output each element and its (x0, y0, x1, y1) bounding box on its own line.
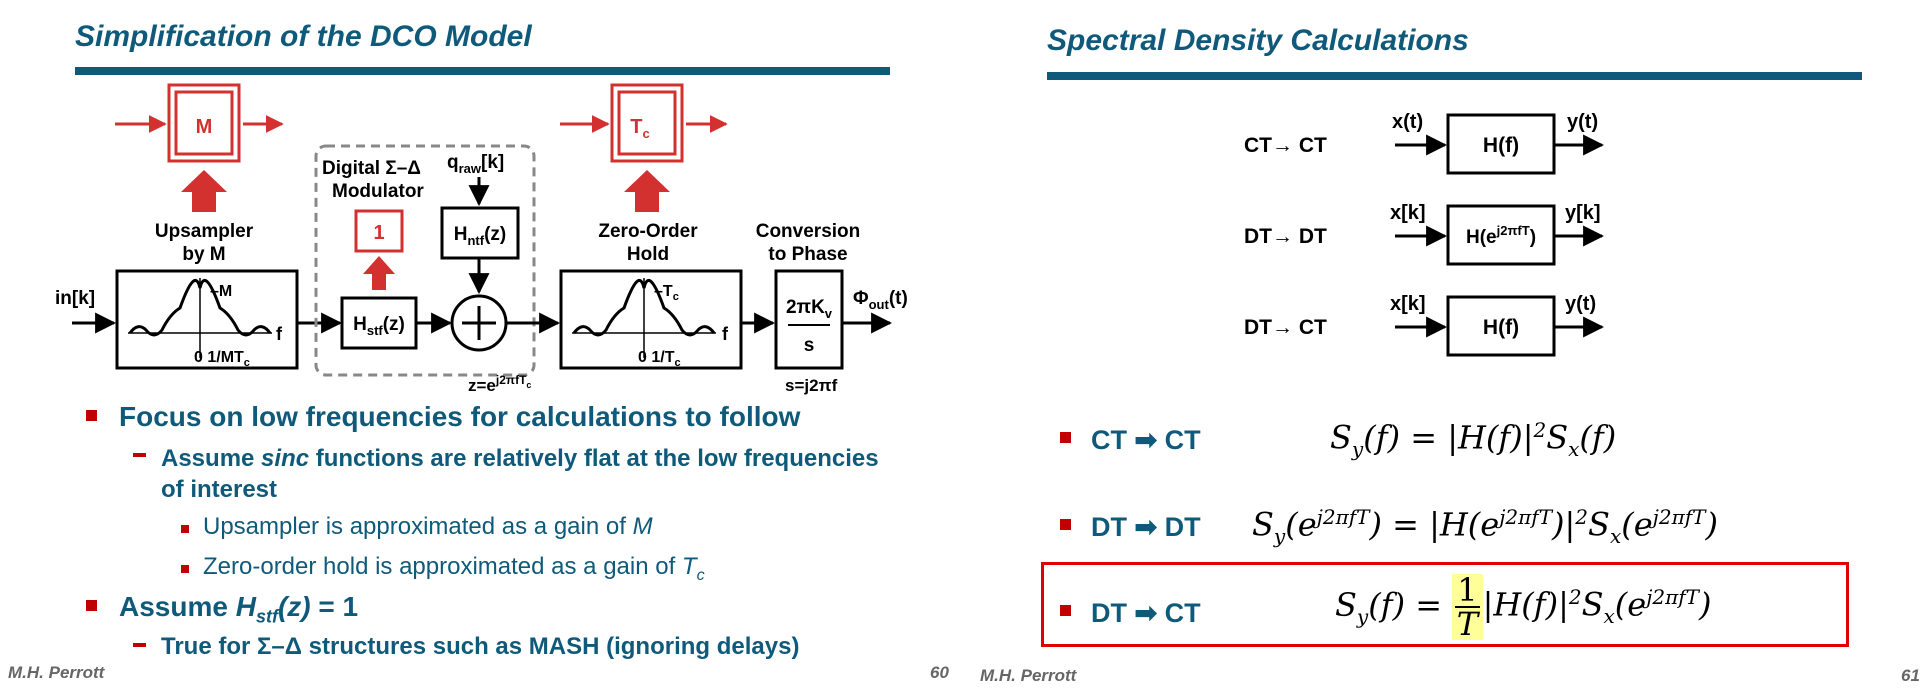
system-row-ct-ct: CT→ CT x(t) H(f) y(t) (1244, 111, 1605, 175)
row-label: DT→ DT (1244, 225, 1327, 248)
svg-text:H(f): H(f) (1483, 316, 1519, 339)
equation-ct-ct: Sy(f) = |H(f)|2Sx(f) (1330, 418, 1617, 462)
upsampler-label: Upsampler (155, 221, 254, 242)
modulator-label: Modulator (332, 181, 424, 202)
gain-one-label: 1 (373, 222, 384, 244)
row-label: CT→ CT (1244, 134, 1327, 157)
slide1-footer-author: M.H. Perrott (8, 663, 105, 682)
equation-label-dt-ct: DT ➡ CT (1091, 598, 1201, 628)
fat-arrow-up-icon (181, 170, 227, 212)
conversion-label: Conversion (756, 221, 861, 242)
gain-one-block (354, 209, 404, 253)
svg-text:Hstf(z): Hstf(z) (353, 314, 405, 338)
digital-sd-label: Digital Σ–Δ (322, 158, 421, 179)
slide2-title: Spectral Density Calculations (1047, 24, 1469, 57)
bullet-true-for-mash: True for Σ–Δ structures such as MASH (ig… (161, 633, 800, 660)
svg-text:–Tc: –Tc (654, 283, 679, 303)
sigma-delta-modulator-box (314, 144, 536, 377)
svg-text:–M: –M (210, 283, 232, 300)
bullet-square-icon (86, 410, 97, 421)
conversion-label-2: to Phase (768, 244, 847, 265)
phi-out-label: Φout(t) (853, 288, 908, 312)
equation-label-dt-dt: DT ➡ DT (1091, 512, 1201, 542)
bullet-square-icon (1060, 432, 1071, 443)
bullet-square-icon (1060, 605, 1071, 616)
bullet-upsampler-gain: Upsampler is approximated as a gain of M (203, 513, 653, 540)
svg-text:s: s (804, 335, 815, 356)
bullet-square-small-icon (181, 565, 189, 573)
svg-text:y(t): y(t) (1565, 293, 1596, 315)
svg-text:Hntf(z): Hntf(z) (454, 224, 507, 248)
svg-text:y[k]: y[k] (1565, 202, 1601, 224)
equation-dt-dt: Sy(ej2πfT) = |H(ej2πfT)|2Sx(ej2πfT) (1252, 505, 1718, 549)
upsampler-label-2: by M (182, 244, 225, 265)
s-equation: s=j2πf (785, 376, 838, 395)
zoh-label: Zero-Order (598, 221, 698, 242)
bullet-assume-hstf: Assume Hstf(z) = 1 (119, 591, 359, 627)
bullet-dash-icon (133, 453, 146, 457)
svg-text:y(t): y(t) (1567, 111, 1598, 133)
bullet-assume-sinc: Assume sinc functions are relatively fla… (161, 445, 879, 503)
slide1-title-rule (75, 67, 890, 75)
fat-arrow-up-icon (363, 256, 395, 290)
slide2-title-rule (1047, 72, 1862, 80)
gain-m-label: M (196, 116, 213, 138)
gain-m-block: M (115, 83, 284, 212)
svg-text:x(t): x(t) (1392, 111, 1423, 133)
zoh-sinc-block: –Tc f 0 1/Tc (559, 269, 743, 370)
dco-block-diagram: M Tc Upsampler by M in[k] –M f 0 1/MTc D… (55, 83, 908, 395)
bullet-focus-low-freq: Focus on low frequencies for calculation… (119, 401, 801, 432)
slide1-page-number: 60 (930, 663, 949, 682)
gain-tc-block: Tc (560, 83, 728, 212)
system-row-dt-dt: DT→ DT x[k] H(ej2πfT) y[k] (1244, 202, 1605, 266)
slide1-title: Simplification of the DCO Model (75, 20, 532, 53)
svg-text:x[k]: x[k] (1390, 293, 1426, 315)
svg-text:f: f (722, 324, 729, 344)
equation-label-ct-ct: CT ➡ CT (1091, 425, 1201, 455)
system-row-dt-ct: DT→ CT x[k] H(f) y(t) (1244, 293, 1605, 357)
svg-text:0 1/Tc: 0 1/Tc (638, 349, 681, 369)
zoh-label-2: Hold (627, 244, 669, 265)
input-label: in[k] (55, 288, 95, 309)
svg-text:x[k]: x[k] (1390, 202, 1426, 224)
svg-text:f: f (276, 324, 283, 344)
phase-conversion-block (774, 269, 844, 370)
z-equation: z=ej2πfTc (468, 373, 531, 395)
svg-text:H(f): H(f) (1483, 134, 1519, 157)
svg-text:0 1/MTc: 0 1/MTc (194, 349, 250, 369)
svg-text:H(ej2πfT): H(ej2πfT) (1466, 223, 1536, 248)
bullet-dash-icon (133, 643, 146, 647)
one-over-t-highlight: 1 T (1452, 574, 1483, 640)
system-types-diagram: CT→ CT x(t) H(f) y(t) DT→ DT x[k] H(ej2π… (1244, 111, 1605, 357)
bullet-square-icon (1060, 519, 1071, 530)
slide2-page-number: 61 (1901, 666, 1920, 685)
slide2-footer-author: M.H. Perrott (980, 666, 1077, 685)
fat-arrow-up-icon (624, 170, 670, 212)
qraw-label: qraw[k] (447, 152, 504, 176)
highlight-box-dt-ct (1041, 562, 1849, 647)
bullet-square-small-icon (181, 525, 189, 533)
bullet-zoh-gain: Zero-order hold is approximated as a gai… (203, 553, 705, 584)
bullet-square-icon (86, 600, 97, 611)
upsampler-sinc-block: –M f 0 1/MTc (115, 269, 299, 370)
equation-dt-ct: Sy(f) = 1 T |H(f)|2Sx(ej2πfT) (1335, 571, 1712, 643)
row-label: DT→ CT (1244, 316, 1327, 339)
svg-text:Tc: Tc (630, 116, 649, 141)
svg-text:2πKv: 2πKv (786, 297, 833, 321)
